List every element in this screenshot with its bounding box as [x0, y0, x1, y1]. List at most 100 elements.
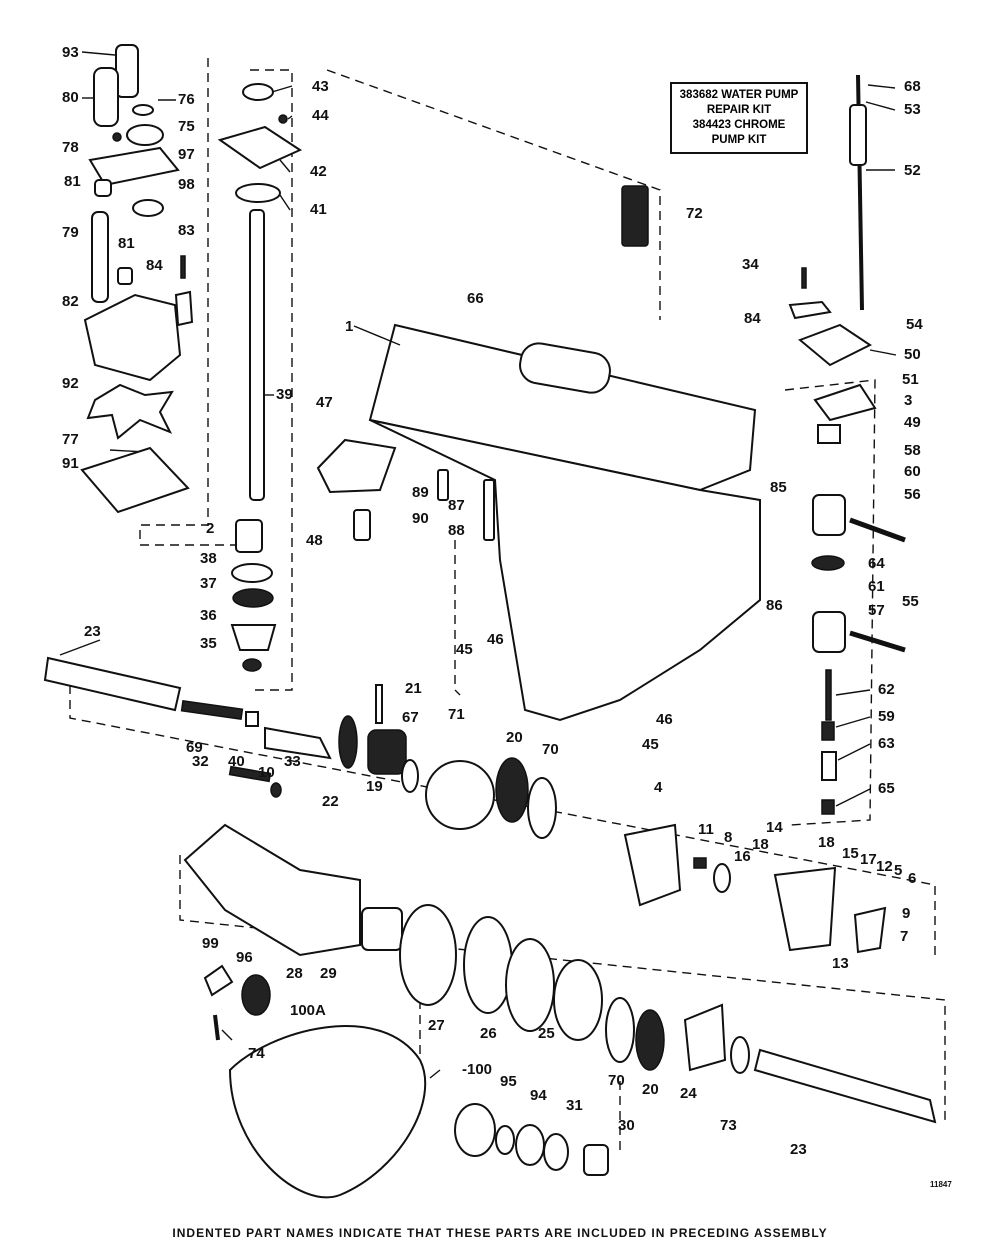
pin-11 — [693, 857, 707, 869]
callout-label: 27 — [428, 1017, 445, 1034]
callout-label: 52 — [904, 162, 921, 179]
callout-label: -100 — [462, 1061, 492, 1078]
callout-label: 15 — [842, 845, 859, 862]
callout-label: 85 — [770, 479, 787, 496]
callout-label: 14 — [766, 819, 783, 836]
callout-label: 56 — [904, 486, 921, 503]
ring-26a — [463, 916, 513, 1014]
callout-label: 20 — [642, 1081, 659, 1098]
callout-label: 87 — [448, 497, 465, 514]
gearcase-housing-1 — [316, 185, 761, 722]
callout-label: 98 — [178, 176, 195, 193]
washer-73 — [730, 1036, 750, 1074]
callout-label: 45 — [642, 736, 659, 753]
callout-label: 5 — [894, 862, 902, 879]
spacer-95 — [454, 1103, 496, 1157]
callout-label: 22 — [322, 793, 339, 810]
grommet-76 — [132, 104, 154, 116]
callout-label: 38 — [200, 550, 217, 567]
callout-label: 96 — [236, 949, 253, 966]
nut-99 — [203, 964, 234, 997]
bearing-20b — [635, 1009, 665, 1071]
callout-label: 16 — [734, 848, 751, 865]
callout-label: 13 — [832, 955, 849, 972]
callout-label: 39 — [276, 386, 293, 403]
seal-38 — [231, 563, 273, 583]
seal-31b — [543, 1133, 569, 1171]
tube-93 — [115, 44, 139, 98]
plate-25 — [553, 959, 603, 1041]
screw-78 — [112, 132, 122, 142]
callout-label: 69 — [186, 739, 203, 756]
kit-note-box: 383682 WATER PUMP REPAIR KIT 384423 CHRO… — [670, 82, 808, 154]
callout-label: 73 — [720, 1117, 737, 1134]
bearing-2 — [235, 519, 263, 553]
plunger-10 — [264, 726, 332, 760]
callout-label: 28 — [286, 965, 303, 982]
callout-label: 21 — [405, 680, 422, 697]
callout-label: 3 — [904, 392, 912, 409]
callout-label: 81 — [118, 235, 135, 252]
callout-label: 18 — [818, 834, 835, 851]
screw-48 — [353, 509, 371, 541]
callout-label: 62 — [878, 681, 895, 698]
callout-label: 35 — [200, 635, 217, 652]
callout-label: 91 — [62, 455, 79, 472]
callout-label: 48 — [306, 532, 323, 549]
anode-47 — [316, 438, 397, 494]
tube-79 — [91, 211, 109, 303]
callout-label: 51 — [902, 371, 919, 388]
callout-label: 31 — [566, 1097, 583, 1114]
callout-label: 64 — [868, 555, 885, 572]
callout-label: 92 — [62, 375, 79, 392]
callout-label: 63 — [878, 735, 895, 752]
callout-label: 4 — [654, 779, 663, 796]
callout-label: 83 — [178, 222, 195, 239]
seal-31a — [515, 1124, 545, 1166]
callout-label: 80 — [62, 89, 79, 106]
kit-note-line: REPAIR KIT — [706, 104, 772, 116]
shaft-23b — [753, 1048, 937, 1124]
washer-96 — [241, 974, 271, 1016]
bearing-housing-group — [623, 823, 887, 954]
callout-label: 78 — [62, 139, 79, 156]
gear-24 — [683, 1003, 727, 1072]
callout-label: 29 — [320, 965, 337, 982]
cap-9 — [853, 906, 887, 954]
gear-71 — [425, 760, 495, 830]
rod-62 — [825, 669, 832, 721]
callout-label: 100A — [290, 1002, 326, 1019]
pinion-36 — [230, 624, 277, 651]
cover-72 — [621, 185, 649, 247]
callout-label: 53 — [904, 101, 921, 118]
callout-label: 89 — [412, 484, 429, 501]
footer-note: INDENTED PART NAMES INDICATE THAT THESE … — [172, 1226, 828, 1240]
callout-label: 10 — [258, 764, 275, 781]
callout-label: 86 — [766, 597, 783, 614]
callout-label: 65 — [878, 780, 895, 797]
callout-label: 60 — [904, 463, 921, 480]
shim-70 — [527, 777, 557, 839]
washer-94 — [495, 1125, 515, 1155]
washer-19 — [401, 759, 419, 793]
callout-label: 34 — [742, 256, 759, 273]
callout-label: 97 — [178, 146, 195, 163]
lower-group — [183, 823, 937, 1199]
ring-22 — [338, 715, 358, 769]
callout-label: 23 — [790, 1141, 807, 1158]
kit-note-line: 384423 CHROME — [692, 119, 786, 131]
seal-75 — [126, 124, 164, 146]
bearing-20 — [495, 757, 529, 823]
callout-label: 37 — [200, 575, 217, 592]
callout-label: 24 — [680, 1085, 697, 1102]
screw-83 — [180, 255, 186, 279]
callout-label: 58 — [904, 442, 921, 459]
drawing-number: 11847 — [930, 1180, 952, 1189]
spring-59 — [821, 721, 835, 741]
pump-housing-82 — [83, 293, 182, 382]
callout-label: 57 — [868, 602, 885, 619]
oring-8 — [713, 863, 731, 893]
callout-label: 49 — [904, 414, 921, 431]
callout-label: 82 — [62, 293, 79, 310]
callout-label: 88 — [448, 522, 465, 539]
